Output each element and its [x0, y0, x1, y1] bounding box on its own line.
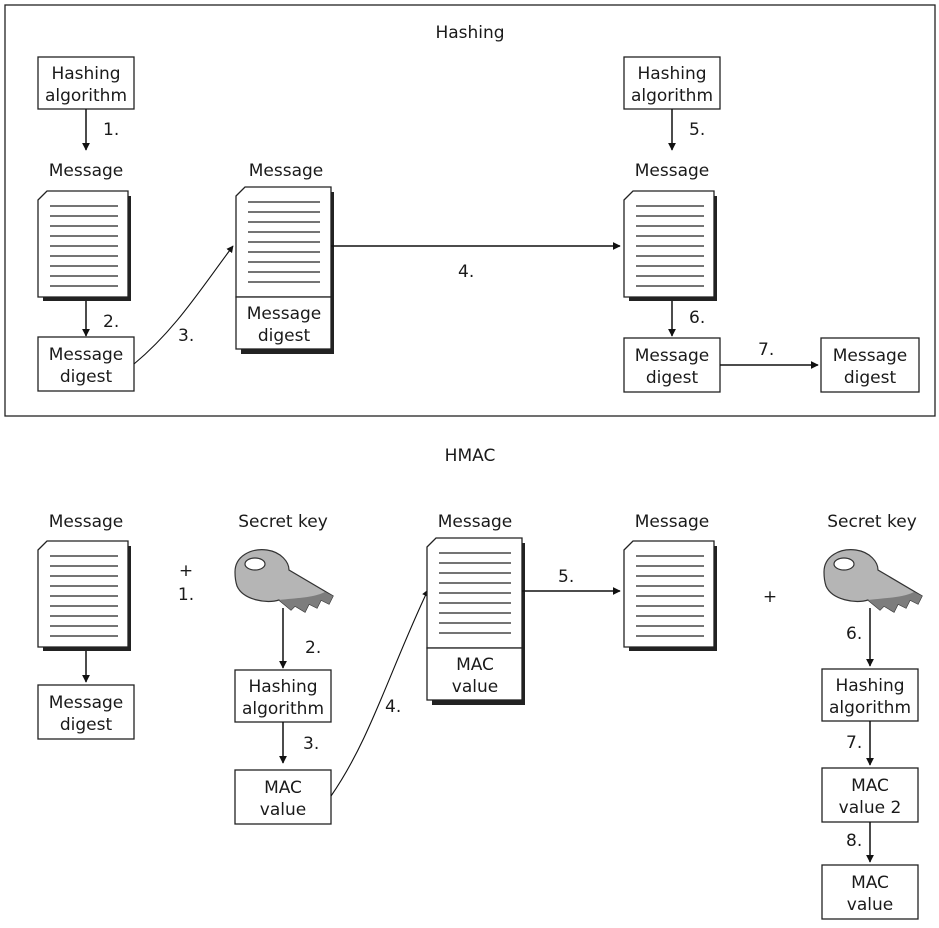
message-digest-box-4: Message digest [820, 337, 920, 393]
svg-text:MAC: MAC [851, 873, 889, 893]
svg-text:value 2: value 2 [839, 798, 902, 818]
svg-text:value: value [452, 677, 498, 697]
hmac-message-label-2: Message [438, 512, 513, 532]
message-document-1 [37, 190, 131, 301]
hmac-plus-1: + [179, 561, 193, 581]
step-label-1: 1. [103, 120, 119, 140]
hmac-message-document-3 [623, 540, 717, 651]
svg-text:digest: digest [60, 715, 113, 735]
hashing-title: Hashing [435, 23, 504, 43]
hmac-step-label-3: 3. [303, 734, 319, 754]
hmac-message-digest-box: Message digest [37, 684, 135, 740]
svg-text:MAC: MAC [456, 655, 494, 675]
message-label-1: Message [49, 161, 124, 181]
hmac-step-arrow-4 [330, 589, 429, 797]
step-label-6: 6. [689, 308, 705, 328]
hmac-secret-key-label-1: Secret key [238, 512, 328, 532]
hmac-step-label-7: 7. [846, 733, 862, 753]
hmac-hashing-algorithm-box-2: Hashing algorithm [821, 668, 919, 722]
message-label-2: Message [249, 161, 324, 181]
svg-text:Hashing: Hashing [835, 676, 904, 696]
hmac-message-document-2 [426, 537, 525, 705]
svg-text:digest: digest [60, 367, 113, 387]
hmac-secret-key-label-2: Secret key [827, 512, 917, 532]
hmac-step-label-6: 6. [846, 624, 862, 644]
hmac-message-label-3: Message [635, 512, 710, 532]
message-digest-box-3: Message digest [623, 337, 721, 393]
message-document-3 [623, 190, 717, 301]
hmac-mac-value-2-box: MAC value 2 [821, 767, 919, 823]
svg-text:Hashing: Hashing [248, 677, 317, 697]
hmac-mac-value-box-1: MAC value [234, 769, 332, 825]
step-label-3: 3. [178, 326, 194, 346]
hmac-step-label-4: 4. [385, 697, 401, 717]
svg-text:Message: Message [635, 346, 710, 366]
message-digest-box-1: Message digest [37, 336, 135, 392]
svg-text:Hashing: Hashing [51, 64, 120, 84]
message-label-3: Message [635, 161, 710, 181]
svg-text:digest: digest [258, 326, 311, 346]
svg-text:digest: digest [844, 368, 897, 388]
hmac-title: HMAC [445, 446, 496, 466]
hmac-message-label-1: Message [49, 512, 124, 532]
svg-text:value: value [847, 895, 893, 915]
step-label-4: 4. [458, 262, 474, 282]
svg-text:MAC: MAC [851, 776, 889, 796]
hmac-step-label-5: 5. [558, 567, 574, 587]
svg-text:Message: Message [247, 304, 322, 324]
svg-text:algorithm: algorithm [242, 699, 324, 719]
hmac-hashing-algorithm-box-1: Hashing algorithm [234, 669, 332, 723]
step-arrow-3 [133, 245, 234, 365]
secret-key-icon-1 [234, 549, 334, 613]
svg-text:algorithm: algorithm [829, 698, 911, 718]
hmac-plus-2: + [763, 587, 777, 607]
step-label-7: 7. [758, 340, 774, 360]
svg-text:algorithm: algorithm [45, 86, 127, 106]
svg-text:MAC: MAC [264, 778, 302, 798]
message-document-2 [235, 186, 334, 354]
step-label-2: 2. [103, 312, 119, 332]
hmac-message-document-1 [37, 540, 131, 651]
svg-text:Hashing: Hashing [637, 64, 706, 84]
hmac-step-label-2: 2. [305, 638, 321, 658]
secret-key-icon-2 [823, 549, 923, 613]
svg-text:algorithm: algorithm [631, 86, 713, 106]
hashing-algorithm-box-1: Hashing algorithm [37, 56, 135, 110]
svg-text:Message: Message [49, 345, 124, 365]
svg-text:Message: Message [833, 346, 908, 366]
hmac-mac-value-box-3: MAC value [821, 864, 919, 920]
attached-mac-value: MAC value [452, 655, 498, 697]
hashing-algorithm-box-2: Hashing algorithm [623, 56, 721, 110]
svg-text:Message: Message [49, 693, 124, 713]
hmac-step-label-8: 8. [846, 831, 862, 851]
svg-text:digest: digest [646, 368, 699, 388]
attached-message-digest: Message digest [247, 304, 322, 346]
svg-text:value: value [260, 800, 306, 820]
hmac-step-label-1: 1. [178, 585, 194, 605]
step-label-5: 5. [689, 120, 705, 140]
hashing-frame [4, 4, 936, 417]
